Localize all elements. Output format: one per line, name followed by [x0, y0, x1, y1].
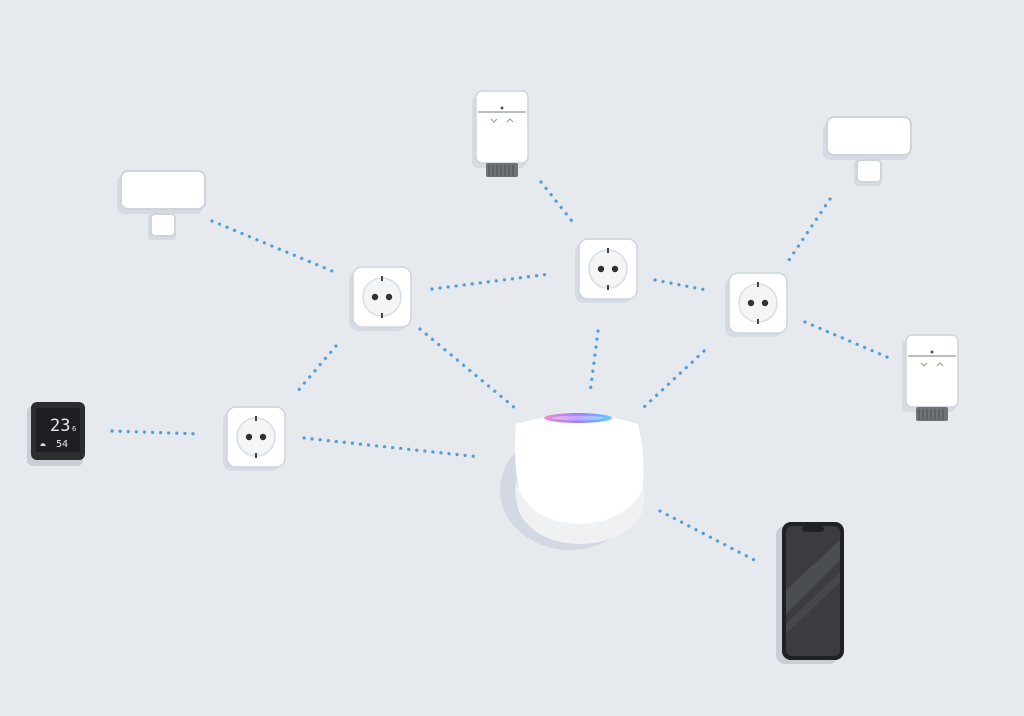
- smart-plug-center: [572, 236, 640, 306]
- socket-icon: [349, 266, 412, 331]
- smart-speaker-icon: [500, 413, 645, 550]
- socket-icon: [223, 406, 286, 471]
- door-window-sensor-left: [112, 170, 212, 244]
- link-sensor-right-to-plug-right: [787, 197, 832, 262]
- link-plug-a-to-plug-b: [294, 344, 338, 395]
- cloud-icon: [40, 443, 46, 446]
- smartphone-icon: [776, 522, 844, 664]
- display-humidity: 54: [56, 439, 68, 450]
- socket-icon: [725, 272, 788, 337]
- radiator-valve-icon: [472, 90, 529, 177]
- link-plug-center-to-hub: [588, 329, 600, 395]
- link-plug-right-to-valve-right: [803, 320, 889, 359]
- link-group: [110, 180, 889, 565]
- smart-speaker-hub: [496, 404, 652, 554]
- smart-plug-right: [722, 270, 790, 340]
- socket-icon: [575, 238, 638, 303]
- display-temperature-decimal: 6: [72, 425, 76, 433]
- link-plug-center-to-plug-right: [653, 278, 708, 292]
- door-window-sensor-right: [818, 116, 918, 190]
- smartphone: [776, 520, 848, 666]
- weather-display-icon: 23 6 54: [27, 402, 85, 466]
- link-valve-top-to-plug-center: [539, 180, 577, 227]
- link-sensor-left-to-plug-a: [210, 219, 334, 273]
- radiator-valve-right: [900, 332, 964, 428]
- link-plug-b-to-hub: [302, 436, 482, 459]
- door-window-sensor-icon: [117, 170, 206, 240]
- smart-plug-b: [220, 404, 288, 474]
- link-plug-a-to-hub: [418, 327, 517, 410]
- link-display-to-plug-b: [110, 429, 202, 436]
- link-hub-to-phone: [658, 509, 762, 565]
- radiator-valve-icon: [902, 334, 959, 421]
- smart-plug-a: [346, 264, 414, 334]
- door-window-sensor-icon: [823, 116, 912, 186]
- radiator-valve-top: [470, 88, 534, 184]
- link-plug-right-to-hub: [641, 349, 706, 410]
- link-plug-a-to-plug-center: [430, 272, 552, 291]
- display-temperature: 23: [50, 416, 70, 436]
- weather-display: 23 6 54: [26, 400, 90, 468]
